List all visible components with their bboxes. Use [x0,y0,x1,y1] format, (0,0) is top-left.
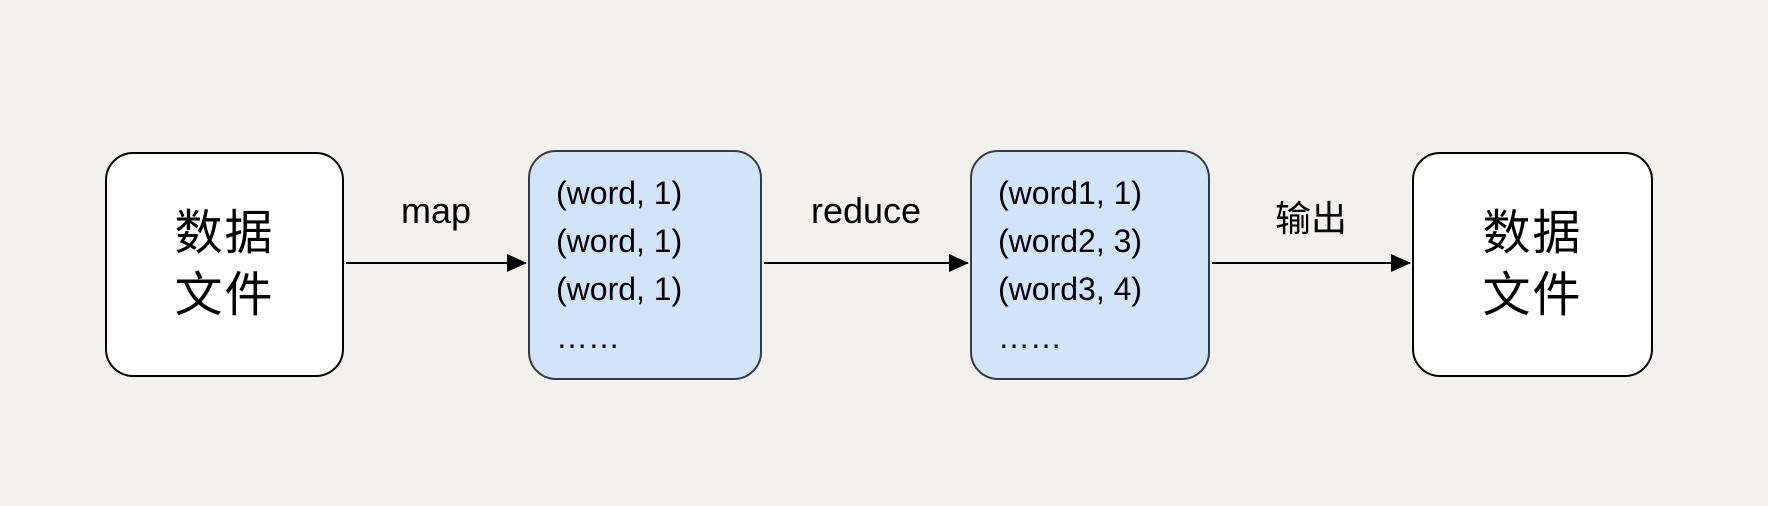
node-reduce-output-line: (word3, 4) [998,271,1143,307]
node-output-data-file-line: 文件 [1482,268,1583,322]
node-map-output-line: (word, 1) [556,271,683,307]
node-map-output-line: (word, 1) [556,175,683,211]
edge-label-map: map [400,190,472,231]
node-reduce-output-line: (word1, 1) [998,175,1143,211]
node-output-data-file: 数据 文件 [1412,152,1653,377]
node-reduce-output-line: (word2, 3) [998,223,1143,259]
arrow-output [1212,254,1411,272]
node-reduce-output: (word1, 1) (word2, 3) (word3, 4) …… [970,150,1210,380]
edge-label-reduce: reduce [810,190,922,231]
node-input-data-file: 数据 文件 [105,152,344,377]
node-output-data-file-line: 数据 [1482,206,1583,260]
arrow-reduce [764,254,969,272]
arrow-map [346,254,527,272]
node-map-output-ellipsis: …… [556,319,620,355]
node-input-data-file-line: 数据 [174,206,275,260]
edge-label-output: 输出 [1274,198,1348,239]
node-reduce-output-ellipsis: …… [998,319,1062,355]
node-input-data-file-line: 文件 [174,268,275,322]
node-map-output-line: (word, 1) [556,223,683,259]
node-map-output: (word, 1) (word, 1) (word, 1) …… [528,150,762,380]
